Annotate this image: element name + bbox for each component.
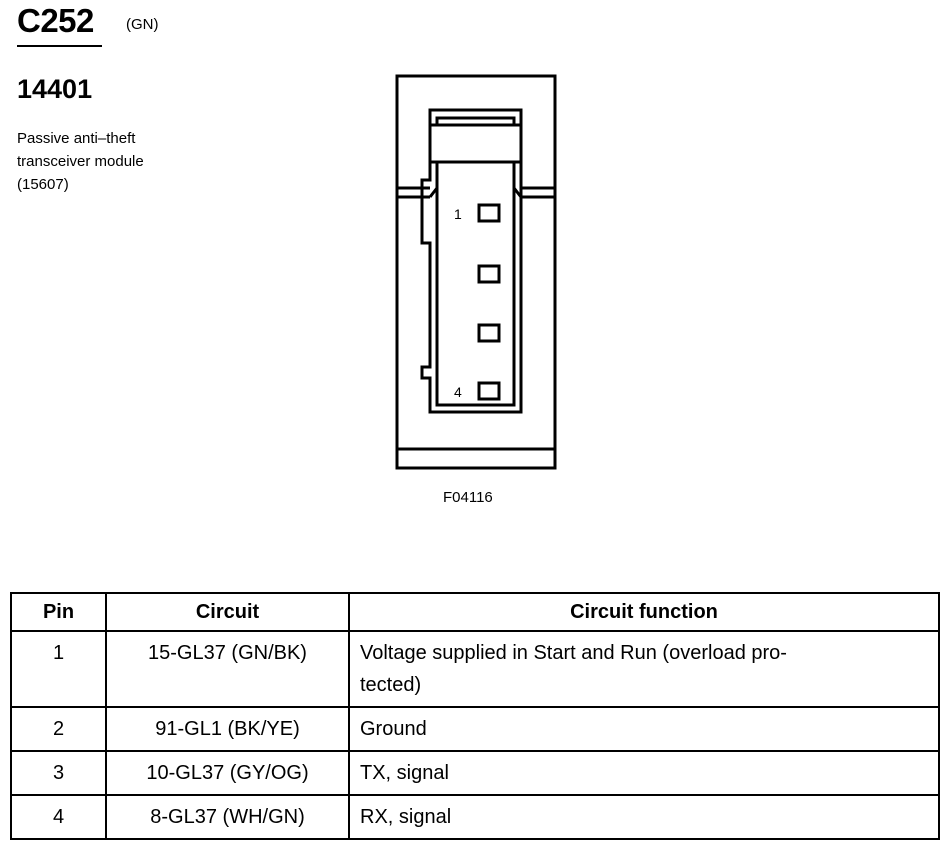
connector-body [420,125,523,414]
connector-id-underline [17,45,102,47]
circuit-cell: 10-GL37 (GY/OG) [105,750,350,796]
pin-terminal [477,381,501,401]
pin-table: Pin Circuit Circuit function 1 15-GL37 (… [10,592,940,840]
pin-terminal [477,264,501,284]
connector-latch [428,108,523,125]
pin-cell: 4 [10,794,107,840]
part-description: Passive anti–theft transceiver module (1… [17,127,144,196]
circuit-cell: 8-GL37 (WH/GN) [105,794,350,840]
function-cell: RX, signal [348,794,940,840]
part-number: 14401 [17,74,93,104]
part-description-line: Passive anti–theft [17,130,136,147]
connector-latch-inner [435,116,516,125]
table-row: 3 10-GL37 (GY/OG) TX, signal [10,750,940,796]
pin-terminal [477,203,501,223]
table-row: 4 8-GL37 (WH/GN) RX, signal [10,794,940,840]
pin-cell: 2 [10,706,107,752]
connector-id: C252 [17,2,94,39]
function-cell: TX, signal [348,750,940,796]
connector-cavity [435,188,516,407]
pin-cell: 3 [10,750,107,796]
figure-id: F04116 [443,489,493,506]
connector-housing [395,74,557,470]
connector-face-diagram: 1 4 [395,74,557,470]
pin-label-4: 4 [454,384,462,400]
part-description-line: (15607) [17,176,69,193]
header-circuit-function: Circuit function [348,592,940,632]
function-line: Ground [360,718,427,740]
function-cell: Voltage supplied in Start and Run (overl… [348,630,940,708]
circuit-cell: 91-GL1 (BK/YE) [105,706,350,752]
header-circuit: Circuit [105,592,350,632]
connector-body-inner [428,162,523,198]
pin-label-1: 1 [454,206,462,222]
function-line: Voltage supplied in Start and Run (overl… [360,642,787,664]
table-header-row: Pin Circuit Circuit function [10,592,940,632]
part-description-line: transceiver module [17,153,144,170]
table-row: 1 15-GL37 (GN/BK) Voltage supplied in St… [10,630,940,708]
function-line: TX, signal [360,762,449,784]
function-cell: Ground [348,706,940,752]
header-pin: Pin [10,592,107,632]
table-row: 2 91-GL1 (BK/YE) Ground [10,706,940,752]
pin-terminal [477,323,501,343]
pin-cell: 1 [10,630,107,708]
circuit-cell: 15-GL37 (GN/BK) [105,630,350,708]
connector-color-code: (GN) [126,16,159,33]
function-line: RX, signal [360,806,452,828]
function-line: tected) [360,674,422,696]
